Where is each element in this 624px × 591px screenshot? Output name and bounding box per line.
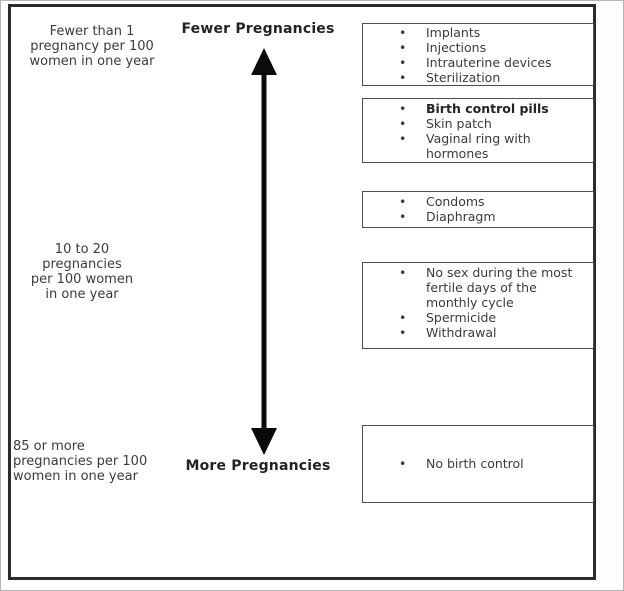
method-item: • Intrauterine devices: [363, 55, 589, 70]
method-box-hormonal: • Birth control pills • Skin patch • Vaginal …: [362, 98, 594, 163]
method-item: • Diaphragm: [363, 209, 589, 224]
rate-label-most: 85 or more pregnancies per 100 women in …: [13, 439, 148, 484]
effectiveness-double-arrow-icon: [249, 48, 279, 455]
bullet-icon: •: [399, 25, 407, 40]
double-arrow-svg: [251, 48, 277, 455]
method-item: • Sterilization: [363, 70, 589, 85]
method-item-label: Implants: [426, 25, 481, 40]
bullet-icon: •: [399, 131, 407, 146]
figure-frame: Fewer than 1 pregnancy per 100 women in …: [8, 4, 596, 580]
method-item-label: No sex during the most fertile days of t…: [426, 265, 573, 310]
rate-label-fewest: Fewer than 1 pregnancy per 100 women in …: [29, 24, 155, 69]
method-item-label: Withdrawal: [426, 325, 497, 340]
bullet-icon: •: [399, 101, 407, 116]
method-item-label: Vaginal ring with hormones: [426, 131, 531, 161]
method-item-label: Spermicide: [426, 310, 497, 325]
method-item: • No birth control: [363, 456, 589, 471]
method-box-no-birth-control: • No birth control: [362, 425, 594, 503]
method-item: • Vaginal ring with hormones: [363, 131, 589, 161]
bullet-icon: •: [399, 209, 407, 224]
bullet-icon: •: [399, 116, 407, 131]
method-box-most-effective: • Implants • Injections • Intrauterine device…: [362, 23, 594, 86]
bullet-icon: •: [399, 265, 407, 280]
method-item: • Skin patch: [363, 116, 589, 131]
method-item: • Implants: [363, 25, 589, 40]
method-item: • Birth control pills: [363, 101, 589, 116]
method-item: • Spermicide: [363, 310, 589, 325]
method-box-barrier: • Condoms • Diaphragm: [362, 191, 594, 228]
method-item-label: Injections: [426, 40, 487, 55]
axis-label-fewer-pregnancies: Fewer Pregnancies: [181, 21, 335, 37]
method-item-label: No birth control: [426, 456, 524, 471]
method-item-label: Skin patch: [426, 116, 492, 131]
bullet-icon: •: [399, 310, 407, 325]
method-item-label: Birth control pills: [426, 101, 549, 116]
bullet-icon: •: [399, 456, 407, 471]
bullet-icon: •: [399, 55, 407, 70]
method-item: • No sex during the most fertile days of …: [363, 265, 589, 310]
method-item: • Condoms: [363, 194, 589, 209]
bullet-icon: •: [399, 40, 407, 55]
method-item: • Injections: [363, 40, 589, 55]
method-item-label: Intrauterine devices: [426, 55, 552, 70]
bullet-icon: •: [399, 194, 407, 209]
axis-label-more-pregnancies: More Pregnancies: [185, 458, 331, 474]
method-item-label: Diaphragm: [426, 209, 496, 224]
rate-label-middle: 10 to 20 pregnancies per 100 women in on…: [30, 242, 134, 302]
bullet-icon: •: [399, 70, 407, 85]
method-box-behavioral: • No sex during the most fertile days of …: [362, 262, 594, 349]
method-item: • Withdrawal: [363, 325, 589, 340]
method-item-label: Condoms: [426, 194, 485, 209]
bullet-icon: •: [399, 325, 407, 340]
method-item-label: Sterilization: [426, 70, 501, 85]
